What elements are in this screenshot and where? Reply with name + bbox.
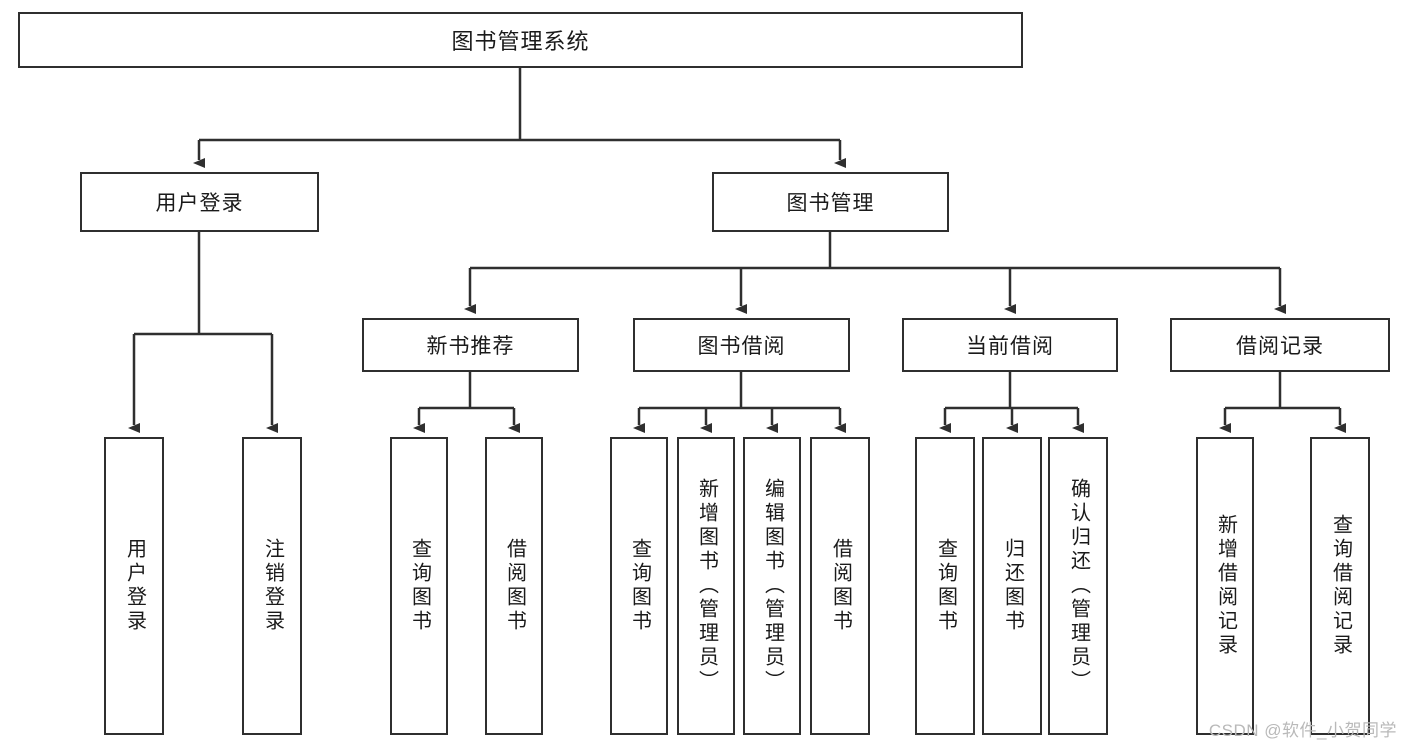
- leaf-confirm-return-admin[interactable]: 确认归还（管理员）: [1048, 437, 1108, 735]
- leaf-query-borrow-record[interactable]: 查询借阅记录: [1310, 437, 1370, 735]
- leaf-borrow-book-recommend[interactable]: 借阅图书: [485, 437, 543, 735]
- node-book-management[interactable]: 图书管理: [712, 172, 949, 232]
- csdn-watermark: CSDN @软件_小贺同学: [1208, 721, 1397, 740]
- leaf-add-borrow-record[interactable]: 新增借阅记录: [1196, 437, 1254, 735]
- node-root[interactable]: 图书管理系统: [18, 12, 1023, 68]
- leaf-edit-book-admin[interactable]: 编辑图书（管理员）: [743, 437, 801, 735]
- leaf-query-book-current[interactable]: 查询图书: [915, 437, 975, 735]
- leaf-return-book[interactable]: 归还图书: [982, 437, 1042, 735]
- node-new-book-recommend[interactable]: 新书推荐: [362, 318, 579, 372]
- leaf-user-login[interactable]: 用户登录: [104, 437, 164, 735]
- node-current-borrow[interactable]: 当前借阅: [902, 318, 1118, 372]
- node-book-borrow[interactable]: 图书借阅: [633, 318, 850, 372]
- leaf-query-book-borrow[interactable]: 查询图书: [610, 437, 668, 735]
- leaf-add-book-admin[interactable]: 新增图书（管理员）: [677, 437, 735, 735]
- node-user-login[interactable]: 用户登录: [80, 172, 319, 232]
- leaf-query-book-recommend[interactable]: 查询图书: [390, 437, 448, 735]
- leaf-logout[interactable]: 注销登录: [242, 437, 302, 735]
- node-borrow-record[interactable]: 借阅记录: [1170, 318, 1390, 372]
- leaf-borrow-book[interactable]: 借阅图书: [810, 437, 870, 735]
